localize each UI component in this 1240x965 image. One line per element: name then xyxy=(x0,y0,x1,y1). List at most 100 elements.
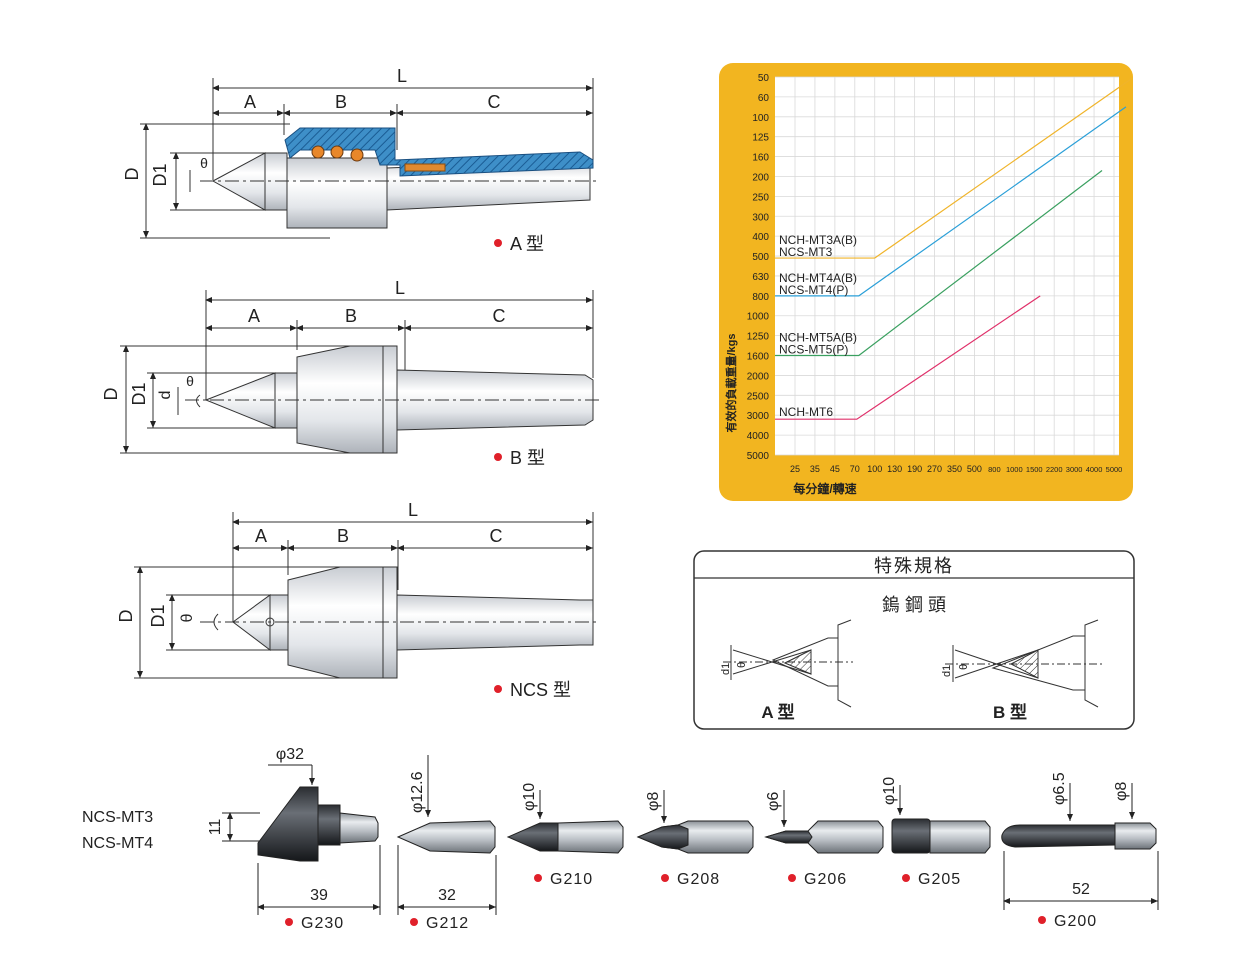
y-tick-label: 2500 xyxy=(747,391,770,402)
theta-a: θ xyxy=(200,155,208,171)
special-spec-title: 特殊規格 xyxy=(874,556,954,576)
load-chart: 5060100125160200250300400500630800100012… xyxy=(719,63,1133,501)
y-tick-label: 3000 xyxy=(747,411,770,422)
drawing-type-ncs xyxy=(134,512,600,679)
dim-B-b: B xyxy=(345,306,357,326)
series-line xyxy=(775,170,1103,357)
red-dot-icon xyxy=(1038,915,1046,924)
dim-B-ncs: B xyxy=(337,526,349,546)
theta-tip-a: θ xyxy=(736,662,748,668)
x-tick-label: 350 xyxy=(947,464,962,474)
y-tick-label: 160 xyxy=(752,153,769,164)
chart-plot-area xyxy=(775,77,1119,455)
type-b-label: B 型 xyxy=(494,444,545,470)
dim-phi8-g200: φ8 xyxy=(1113,782,1130,801)
dim-phi12-6: φ12.6 xyxy=(409,771,426,813)
code-g230: G230 xyxy=(285,915,344,933)
y-tick-label: 300 xyxy=(752,212,769,223)
red-dot-icon xyxy=(494,453,502,462)
dim-d1-a: d1 xyxy=(720,663,732,675)
dim-11: 11 xyxy=(207,819,224,836)
red-dot-icon xyxy=(661,873,669,882)
theta-tip-b: θ xyxy=(958,664,970,670)
series-line xyxy=(775,106,1127,297)
x-tick-label: 270 xyxy=(927,464,942,474)
dim-D-b: D xyxy=(101,388,121,401)
dim-phi10-g205: φ10 xyxy=(881,777,898,805)
dim-A-b: A xyxy=(248,306,260,326)
red-dot-icon xyxy=(788,873,796,882)
dim-C-ncs: C xyxy=(490,526,503,546)
dim-D1-b: D1 xyxy=(129,382,149,405)
technical-drawings: L A B C D D1 θ L A B C D D1 d θ xyxy=(101,66,600,679)
y-tick-label: 200 xyxy=(752,172,769,183)
x-tick-label: 1000 xyxy=(1006,465,1023,474)
dim-39: 39 xyxy=(310,887,328,904)
y-tick-label: 1000 xyxy=(747,312,770,323)
chart-x-title: 每分鐘/轉速 xyxy=(793,481,856,496)
red-dot-icon xyxy=(494,685,502,694)
x-tick-label: 100 xyxy=(867,464,882,474)
dim-phi8-g208: φ8 xyxy=(645,792,662,811)
y-tick-label: 630 xyxy=(752,272,769,283)
dim-A-a: A xyxy=(244,92,256,112)
code-g206: G206 xyxy=(788,871,847,889)
dim-32: 32 xyxy=(438,887,456,904)
dim-C-b: C xyxy=(493,306,506,326)
series-label: NCH-MT4A(B) xyxy=(779,271,857,285)
series-line xyxy=(775,295,1041,420)
dim-d-b: d xyxy=(157,391,174,400)
special-spec-box: 特殊規格 鎢 鋼 頭 d1 θ A 型 d1 θ B 型 xyxy=(693,550,1135,730)
code-g212: G212 xyxy=(410,915,469,933)
dim-L-ncs: L xyxy=(408,500,418,520)
tip-b-label: B 型 xyxy=(993,702,1027,722)
chart-y-ticks: 5060100125160200250300400500630800100012… xyxy=(747,73,770,462)
y-tick-label: 1600 xyxy=(747,352,770,363)
x-tick-label: 500 xyxy=(967,464,982,474)
drawing-type-a xyxy=(140,78,600,239)
code-g210: G210 xyxy=(534,871,593,889)
x-tick-label: 190 xyxy=(907,464,922,474)
x-tick-label: 45 xyxy=(830,464,840,474)
type-a-label: A 型 xyxy=(494,230,544,256)
series-label: NCS-MT5(P) xyxy=(779,343,848,357)
red-dot-icon xyxy=(410,917,418,926)
chart-series: NCH-MT3A(B)NCS-MT3NCH-MT4A(B)NCS-MT4(P)N… xyxy=(775,76,1133,420)
model-mt4: NCS-MT4 xyxy=(82,835,154,852)
y-tick-label: 100 xyxy=(752,113,769,124)
dim-C-a: C xyxy=(488,92,501,112)
dim-D-ncs: D xyxy=(116,610,136,623)
tip-drawings: φ32 11 39 φ12.6 32 φ10 φ8 φ6 φ10 φ6.5 φ8… xyxy=(207,746,1159,915)
red-dot-icon xyxy=(534,873,542,882)
y-tick-label: 2000 xyxy=(747,371,770,382)
dim-L-a: L xyxy=(397,66,407,86)
dim-B-a: B xyxy=(335,92,347,112)
dim-L-b: L xyxy=(395,278,405,298)
x-tick-label: 4000 xyxy=(1086,465,1103,474)
theta-b: θ xyxy=(186,373,194,389)
dim-D1-ncs: D1 xyxy=(148,604,168,627)
series-label: NCS-MT4(P) xyxy=(779,283,848,297)
type-ncs-label: NCS 型 xyxy=(494,676,571,702)
chart-grid xyxy=(775,76,1119,456)
x-tick-label: 35 xyxy=(810,464,820,474)
x-tick-label: 25 xyxy=(790,464,800,474)
x-tick-label: 70 xyxy=(850,464,860,474)
x-tick-label: 3000 xyxy=(1066,465,1083,474)
x-tick-label: 800 xyxy=(988,465,1001,474)
red-dot-icon xyxy=(902,873,910,882)
carbide-tip-b xyxy=(945,619,1103,708)
dim-D-a: D xyxy=(122,168,142,181)
y-tick-label: 800 xyxy=(752,292,769,303)
code-g205: G205 xyxy=(902,871,961,889)
y-tick-label: 60 xyxy=(758,93,770,104)
red-dot-icon xyxy=(285,917,293,926)
dim-phi6-5: φ6.5 xyxy=(1051,772,1068,805)
carbide-tip-a xyxy=(723,619,853,708)
dim-phi32: φ32 xyxy=(276,746,304,763)
dim-d1-b: d1 xyxy=(941,665,953,677)
special-spec-subtitle: 鎢 鋼 頭 xyxy=(882,595,946,615)
code-g200: G200 xyxy=(1038,913,1097,931)
x-tick-label: 2200 xyxy=(1046,465,1063,474)
